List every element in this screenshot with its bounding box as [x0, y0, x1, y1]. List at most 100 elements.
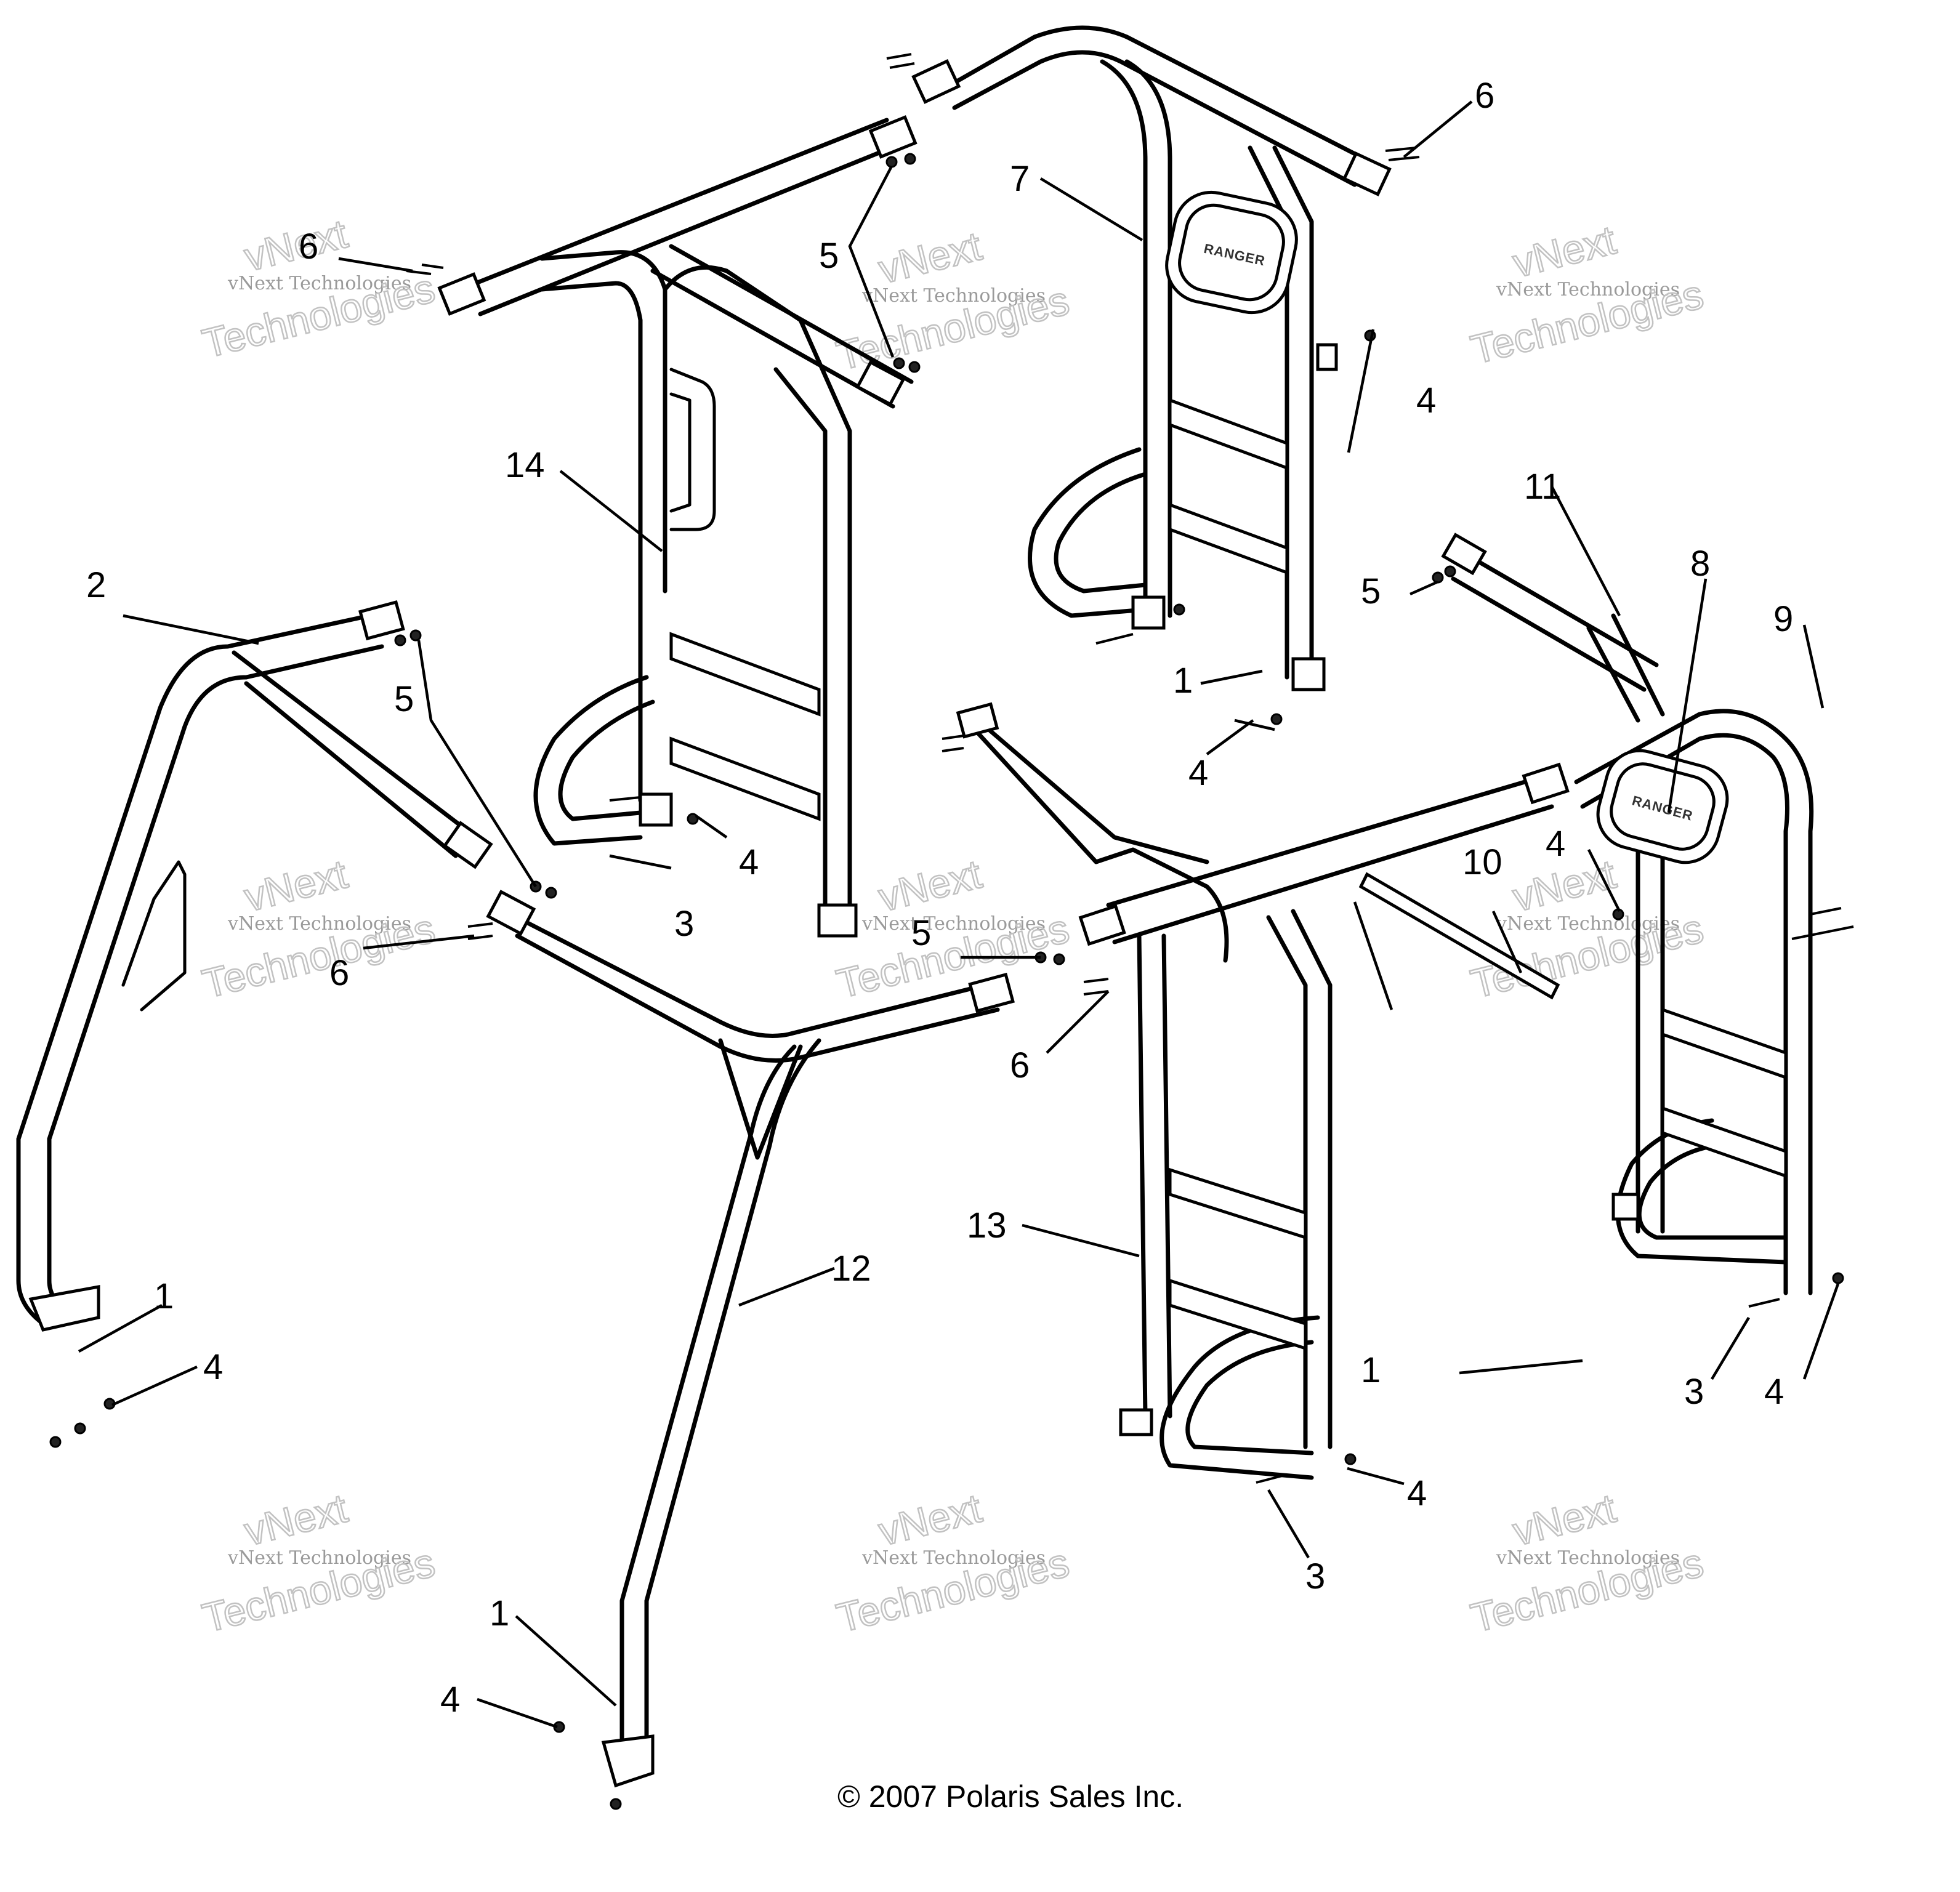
leader-line: [1347, 329, 1375, 453]
pin: [1256, 1473, 1288, 1484]
leader-line: [123, 614, 259, 645]
watermark-line: vNext Technologies: [861, 285, 1046, 307]
callout-5: 5: [911, 913, 931, 953]
callout-10: 10: [1462, 842, 1502, 882]
watermark-line: vNext: [240, 851, 352, 920]
callout-1: 1: [490, 1593, 509, 1633]
leader-line: [477, 1697, 558, 1729]
callout-6: 6: [1010, 1045, 1030, 1085]
callout-4: 4: [1764, 1372, 1784, 1412]
callout-6: 6: [299, 227, 318, 267]
callout-4: 4: [739, 842, 759, 882]
watermark-line: vNext Technologies: [227, 1547, 411, 1569]
bolt: [467, 935, 493, 940]
part-2-corner-bar: [16, 600, 493, 1332]
leader-line: [1403, 100, 1473, 158]
callout-4: 4: [1407, 1473, 1427, 1513]
nut: [74, 1422, 86, 1435]
nut: [908, 361, 921, 373]
leader-line: [1587, 848, 1621, 912]
pin: [1748, 1298, 1780, 1308]
bolt: [1791, 925, 1854, 940]
callout-1: 1: [1361, 1350, 1381, 1390]
watermark-line: vNext: [874, 1485, 986, 1555]
nut: [1832, 1272, 1844, 1284]
nut: [610, 1798, 622, 1810]
bolt: [1810, 907, 1842, 916]
watermark-line: vNext Technologies: [1496, 913, 1680, 935]
leader-line: [1711, 1316, 1750, 1380]
watermark-line: vNext: [1508, 217, 1620, 286]
bolt: [1083, 978, 1109, 983]
watermarks: vNext Technologies vNext Technologies vN…: [197, 210, 1708, 1642]
watermark-line: vNext Technologies: [1496, 279, 1680, 300]
callout-6: 6: [1475, 76, 1494, 116]
nut: [687, 813, 699, 825]
watermark-line: vNext Technologies: [861, 913, 1046, 935]
watermark: vNext Technologies vNext Technologies: [831, 1484, 1074, 1642]
nut: [1444, 565, 1456, 578]
leader-line: [1353, 901, 1393, 1010]
watermark: vNext Technologies vNext Technologies: [197, 1484, 440, 1642]
part-10-bracket: [1358, 872, 1560, 1000]
callout-labels: 1 1 1 1 2 3 3 3 4 4 4 4 4 4 4 4 5 5 5 5 …: [86, 76, 1793, 1720]
nut: [1173, 603, 1185, 616]
nut: [409, 629, 422, 642]
leader-line: [609, 854, 672, 870]
callout-4: 4: [1546, 824, 1565, 864]
leader-line: [559, 470, 663, 552]
callout-1: 1: [154, 1276, 174, 1316]
bolt: [1385, 147, 1417, 152]
leader-line: [1046, 990, 1110, 1054]
leader-line: [1491, 911, 1523, 973]
callout-3: 3: [1684, 1372, 1704, 1412]
leader-line: [1022, 1223, 1140, 1258]
leader-line: [363, 934, 475, 950]
leader-line: [1551, 485, 1621, 617]
nut: [1270, 713, 1283, 725]
watermark-line: vNext Technologies: [1496, 1547, 1680, 1569]
leader-line: [1206, 719, 1254, 755]
callout-5: 5: [1361, 571, 1381, 611]
pad-8: RANGER: [1596, 749, 1729, 864]
callout-3: 3: [1305, 1556, 1325, 1596]
part-14-roll-bar: [533, 250, 858, 938]
bolt: [421, 264, 444, 269]
watermark: vNext Technologies vNext Technologies: [1466, 216, 1708, 374]
pin: [609, 796, 641, 802]
bolt: [889, 62, 915, 69]
part-7-roll-bar: RANGER: [911, 25, 1392, 691]
nut: [904, 153, 916, 165]
hardware: [49, 53, 1854, 1810]
nut: [394, 634, 406, 646]
callout-6: 6: [329, 953, 349, 993]
watermark-line: vNext: [874, 223, 986, 292]
leader-line: [111, 1365, 198, 1407]
watermark-line: vNext Technologies: [227, 273, 411, 294]
callout-9: 9: [1773, 599, 1793, 639]
callout-7: 7: [1010, 159, 1030, 199]
callout-14: 14: [505, 445, 545, 485]
bolt: [886, 53, 912, 60]
leader-line: [1459, 1359, 1583, 1375]
leader-line: [338, 257, 413, 273]
watermark-line: vNext: [1508, 1485, 1620, 1555]
callout-13: 13: [967, 1206, 1007, 1246]
pad-7: RANGER: [1165, 190, 1298, 315]
nut: [1344, 1453, 1357, 1465]
watermark: vNext Technologies vNext Technologies: [197, 850, 440, 1008]
nut: [893, 357, 905, 369]
part-11-cross-tube: [1441, 533, 1665, 723]
leader-line: [695, 815, 728, 839]
callout-12: 12: [831, 1249, 871, 1289]
callout-11: 11: [1524, 467, 1561, 507]
part-8-roll-bar: RANGER: [1574, 709, 1814, 1295]
callout-4: 4: [1188, 753, 1208, 793]
part-12-crossmember: [486, 890, 1015, 1788]
watermark-line: vNext: [240, 211, 352, 280]
leader-line: [417, 640, 537, 888]
leader-line: [1039, 177, 1143, 241]
bolt: [1083, 990, 1109, 996]
leader-line: [1234, 719, 1275, 731]
